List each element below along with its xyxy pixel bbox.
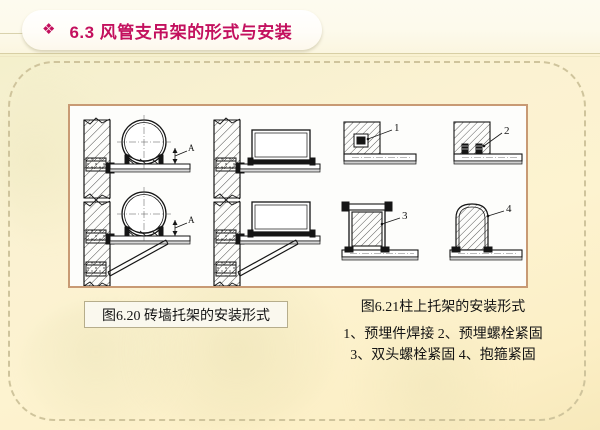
svg-text:2: 2 <box>504 125 510 137</box>
header-divider-rule-secondary <box>0 56 600 57</box>
figure-panel: A <box>68 104 528 288</box>
figure-621-legend-line-1: 1、预埋件焊接 2、预埋螺栓紧固 <box>343 327 543 342</box>
figure-621-caption-title: 图6.21柱上托架的安装形式 <box>360 300 526 315</box>
figure-621-legend-line-2: 3、双头螺栓紧固 4、抱箍紧固 <box>350 348 536 363</box>
dashed-content-frame <box>8 61 586 421</box>
technical-drawing: A <box>83 115 523 286</box>
header-divider-rule <box>0 53 600 54</box>
svg-text:A: A <box>188 215 195 225</box>
figure-621-caption-block: 图6.21柱上托架的安装形式 1、预埋件焊接 2、预埋螺栓紧固 3、双头螺栓紧固… <box>318 298 568 366</box>
svg-text:A: A <box>188 143 195 153</box>
slide-title-pill: ❖ 6.3 风管支吊架的形式与安装 <box>22 10 323 50</box>
figure-620-caption-box: 图6.20 砖墙托架的安装形式 <box>84 301 288 328</box>
svg-text:1: 1 <box>394 122 400 134</box>
diamond-bullet-icon: ❖ <box>42 20 56 38</box>
svg-text:3: 3 <box>402 210 408 222</box>
figure-620-caption-text: 图6.20 砖墙托架的安装形式 <box>102 308 270 324</box>
page-title: 6.3 风管支吊架的形式与安装 <box>69 22 293 42</box>
svg-text:4: 4 <box>506 203 512 215</box>
